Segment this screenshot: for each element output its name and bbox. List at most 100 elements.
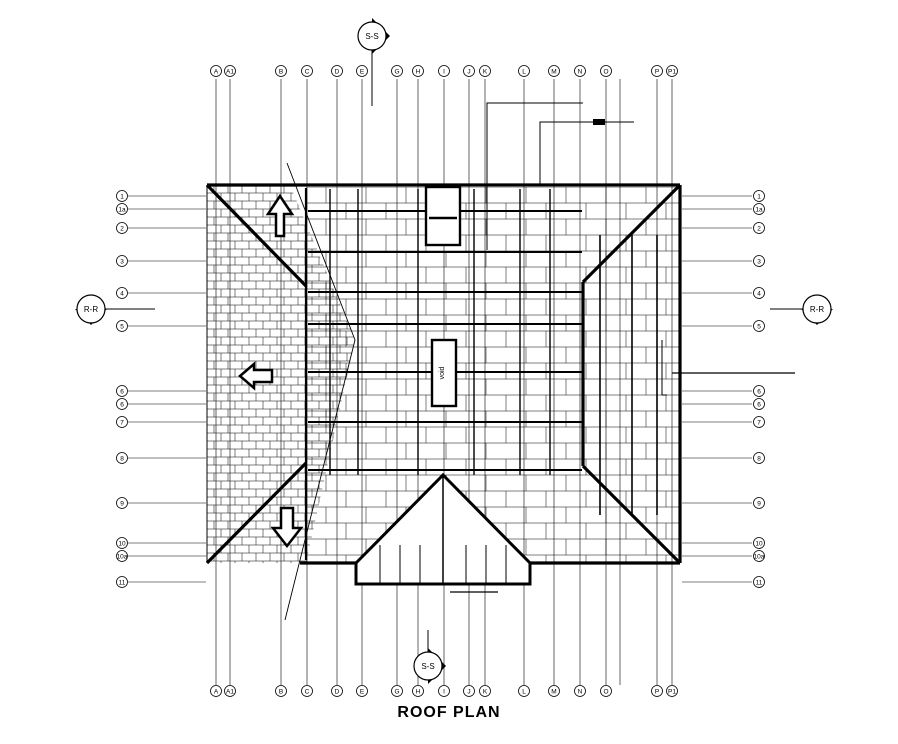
column-bubble-top-2-circle — [275, 65, 287, 77]
row-bubble-right-11-label: 10 — [755, 541, 763, 548]
row-bubble-left-6-label: 6 — [120, 389, 124, 396]
column-bubble-bottom-6: G — [391, 685, 403, 697]
row-bubble-right-3-circle — [753, 255, 765, 267]
section-marker-right-label: R-R — [810, 305, 824, 314]
row-bubble-left-4-label: 4 — [120, 291, 124, 298]
column-bubble-bottom-7: H — [412, 685, 424, 697]
column-bubble-bottom-7-label: H — [416, 689, 421, 696]
arrow-left — [238, 361, 274, 391]
column-bubble-top-5-label: E — [360, 69, 365, 76]
column-bubble-top-16: P1 — [666, 65, 678, 77]
column-bubble-bottom-15-label: P — [655, 689, 659, 696]
leader-top-1 — [486, 102, 583, 250]
row-bubble-right-4: 4 — [753, 287, 765, 299]
row-bubble-right-9-label: 8 — [757, 456, 761, 463]
row-bubble-right-3-label: 3 — [757, 259, 761, 266]
row-bubble-right-2: 2 — [753, 222, 765, 234]
row-bubble-right-12: 10a — [753, 550, 765, 562]
hip-top-left — [205, 183, 308, 288]
row-bubble-right-10-circle — [753, 497, 765, 509]
row-bubble-left-7-label: 6 — [120, 402, 124, 409]
void-label: void — [439, 366, 446, 379]
column-bubble-bottom-9: J — [463, 685, 475, 697]
row-bubble-left-0-circle — [116, 190, 128, 202]
column-bubble-top-5: E — [356, 65, 368, 77]
column-bubble-top-9-circle — [463, 65, 475, 77]
row-bubble-left-8: 7 — [116, 416, 128, 428]
column-bubble-bottom-2-label: B — [279, 689, 283, 696]
top-dormer — [424, 185, 462, 247]
column-bubble-bottom-2: B — [275, 685, 287, 697]
column-bubble-top-2: B — [275, 65, 287, 77]
row-bubble-right-2-label: 2 — [757, 226, 761, 233]
column-bubble-bottom-15-circle — [651, 685, 663, 697]
column-bubble-top-12-circle — [548, 65, 560, 77]
column-bubble-bottom-0: A — [210, 685, 222, 697]
row-bubble-left-11-label: 10 — [118, 541, 126, 548]
row-bubble-left-8-label: 7 — [120, 420, 124, 427]
column-bubble-bottom-16-label: P1 — [668, 689, 676, 696]
column-bubble-bottom-7-circle — [412, 685, 424, 697]
cut-line — [284, 162, 356, 621]
column-bubble-bottom-12: M — [548, 685, 560, 697]
column-bubble-bottom-8: I — [438, 685, 450, 697]
column-bubble-top-4: D — [331, 65, 343, 77]
row-bubble-left-0: 1 — [116, 190, 128, 202]
row-bubble-left-5-label: 5 — [120, 324, 124, 331]
row-bubble-left-13-label: 11 — [119, 580, 126, 587]
column-bubble-top-7-label: H — [416, 69, 421, 76]
row-bubble-right-12-circle — [753, 550, 765, 562]
row-bubble-left-9-circle — [116, 452, 128, 464]
row-bubble-right-13-label: 11 — [756, 580, 763, 587]
section-marker-left: R-R — [75, 294, 107, 325]
row-bubble-left-1-circle — [116, 203, 128, 215]
column-bubble-bottom-14-label: O — [603, 689, 608, 696]
arrow-down — [270, 506, 304, 549]
section-marker-bottom-label: S-S — [421, 662, 434, 671]
column-bubble-top-8-circle — [438, 65, 450, 77]
column-bubble-bottom-11: L — [518, 685, 530, 697]
column-bubble-bottom-12-label: M — [551, 689, 556, 696]
row-bubble-left-2: 2 — [116, 222, 128, 234]
row-bubble-right-1: 1a — [753, 203, 765, 215]
column-bubble-top-0: A — [210, 65, 222, 77]
column-bubble-bottom-16: P1 — [666, 685, 678, 697]
column-bubble-bottom-14-circle — [600, 685, 612, 697]
column-bubble-top-15-circle — [651, 65, 663, 77]
column-bubble-bottom-10: K — [479, 685, 491, 697]
column-bubble-bottom-8-label: I — [443, 689, 445, 696]
row-bubble-left-4-circle — [116, 287, 128, 299]
column-bubble-top-15-label: P — [655, 69, 659, 76]
row-bubble-right-0-label: 1 — [757, 194, 761, 201]
column-bubble-top-6-circle — [391, 65, 403, 77]
column-bubble-bottom-2-circle — [275, 685, 287, 697]
column-bubble-top-14: O — [600, 65, 612, 77]
column-bubble-top-3-circle — [301, 65, 313, 77]
column-bubble-top-7-circle — [412, 65, 424, 77]
column-bubble-bottom-4-label: D — [335, 689, 340, 696]
column-bubble-bottom-10-circle — [479, 685, 491, 697]
column-bubble-bottom-16-circle — [666, 685, 678, 697]
column-bubble-top-14-label: O — [603, 69, 608, 76]
row-bubble-left-3-label: 3 — [120, 259, 124, 266]
column-bubble-bottom-3-circle — [301, 685, 313, 697]
column-bubble-bottom-5-circle — [356, 685, 368, 697]
row-bubble-right-1-circle — [753, 203, 765, 215]
row-bubble-right-4-label: 4 — [757, 291, 761, 298]
row-bubble-right-8-label: 7 — [757, 420, 761, 427]
column-bubble-top-11-label: L — [522, 69, 526, 76]
column-bubble-top-8-label: I — [443, 69, 445, 76]
column-bubble-top-13: N — [574, 65, 586, 77]
column-bubble-bottom-9-label: J — [467, 689, 470, 696]
column-bubble-top-13-circle — [574, 65, 586, 77]
roof-tile-pattern — [207, 185, 680, 563]
row-bubble-left-11-circle — [116, 537, 128, 549]
row-bubble-left-6: 6 — [116, 385, 128, 397]
column-bubble-bottom-1: A1 — [224, 685, 236, 697]
column-bubble-top-11-circle — [518, 65, 530, 77]
hip-top-right — [581, 183, 682, 284]
row-bubble-left-2-circle — [116, 222, 128, 234]
